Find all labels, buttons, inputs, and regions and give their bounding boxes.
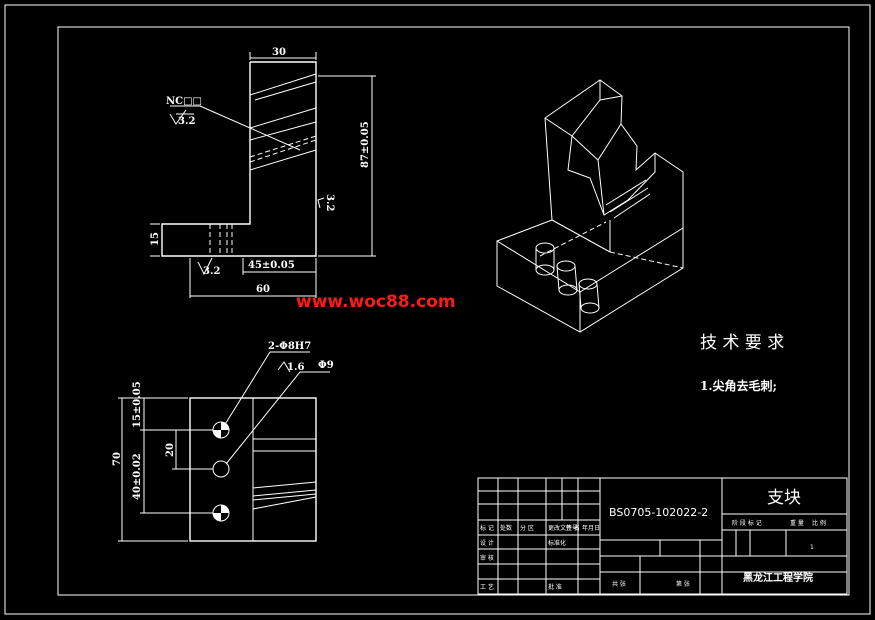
watermark: www.woc88.com (296, 292, 456, 312)
dim-lower-40: 40±0.02 (132, 453, 143, 500)
cell-r5-2: 批 准 (548, 583, 562, 591)
weight-label: 重 量 (790, 519, 804, 527)
cell-r2-4: 更改文件号 (548, 524, 578, 532)
part-name: 支块 (767, 488, 801, 508)
dim-left-15: 15 (150, 232, 161, 246)
dim-pitch-20: 20 (165, 443, 176, 457)
dim-bottom-total: 60 (256, 284, 270, 295)
hole-callout: 2-Φ8H7 (268, 341, 311, 352)
dim-total-70: 70 (112, 452, 123, 466)
sheet-total: 共 张 (612, 580, 626, 588)
cell-r2-6: 年月日 (582, 524, 600, 532)
roughness-top: 3.2 (178, 116, 195, 127)
scale-value: 1 (810, 544, 814, 551)
dim-top-15: 15±0.05 (132, 381, 143, 428)
dim-height: 87±0.05 (360, 121, 371, 168)
cell-r3-1: 设 计 (480, 539, 494, 547)
cell-r4-1: 审 核 (480, 554, 494, 562)
front-view: 30 87±0.05 15 45±0.05 60 NC□□ 3.2 3.2 3.… (150, 47, 376, 298)
drawing-number: BS0705-102022-2 (609, 506, 708, 519)
inner-border (57, 26, 850, 596)
scale-label: 比 例 (812, 519, 826, 527)
dim-top-30: 30 (272, 47, 286, 58)
hole-single: Φ9 (318, 360, 334, 371)
isometric-view (496, 79, 684, 333)
roughness-side: 3.2 (324, 194, 335, 211)
cell-r5-1: 工 艺 (480, 583, 494, 591)
bottom-view: 2-Φ8H7 1.6 Φ9 70 15±0.05 40±0.02 20 (112, 341, 334, 542)
nc-callout: NC□□ (166, 96, 202, 107)
school-name: 黑龙江工程学院 (743, 571, 813, 584)
sheet-no: 第 张 (676, 580, 690, 588)
dim-bottom-inner: 45±0.05 (248, 260, 295, 271)
outer-border (4, 4, 871, 615)
cell-r2-1: 标 记 (480, 524, 494, 532)
cell-r2-5: 签 名 (566, 524, 580, 532)
cell-r3-2: 标准化 (548, 539, 566, 547)
tech-requirements-item-1: 1.尖角去毛刺; (700, 378, 777, 393)
hole-roughness: 1.6 (287, 362, 304, 373)
tech-requirements-title: 技 术 要 求 (700, 333, 784, 353)
roughness-bottom: 3.2 (203, 266, 220, 277)
cell-r2-2: 处数 (500, 524, 512, 532)
cell-r2-3: 分 区 (520, 524, 534, 532)
title-block: BS0705-102022-2 支块 黑龙江工程学院 标 记 处数 分 区 更改… (477, 477, 848, 595)
stage-label: 阶 段 标 记 (732, 519, 762, 527)
